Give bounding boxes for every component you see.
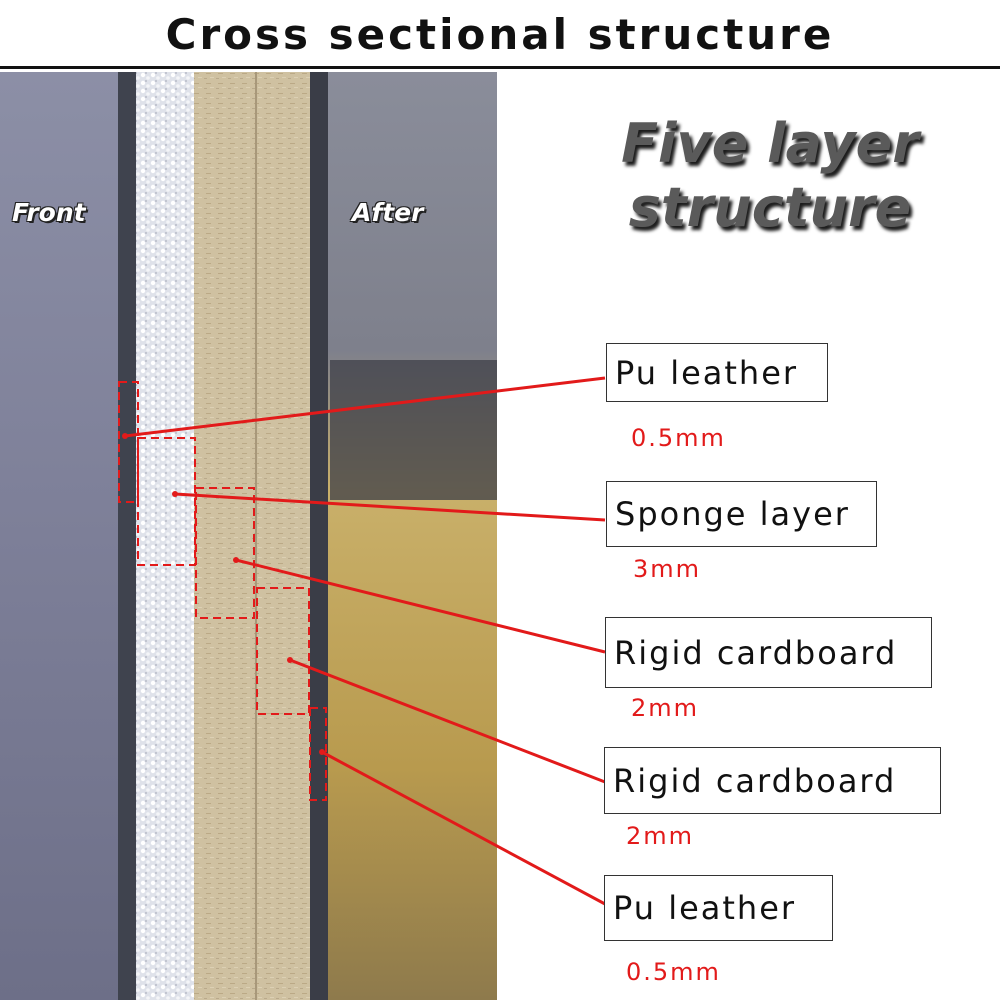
highlight-box-cardboard-1: [195, 487, 255, 619]
front-label: Front: [12, 198, 86, 227]
callout-label: Sponge layer: [615, 495, 850, 533]
callout-pu-leather-front: Pu leather: [606, 343, 828, 402]
thickness-rigid-cardboard-2: 2mm: [626, 822, 695, 850]
layer-pu-leather-front: [118, 72, 136, 1000]
back-label: After: [352, 198, 424, 227]
page-title: Cross sectional structure: [165, 10, 835, 59]
thickness-pu-leather-front: 0.5mm: [631, 424, 726, 452]
callout-label: Rigid cardboard: [613, 761, 897, 800]
header-divider: [0, 66, 1000, 69]
layer-sponge: [136, 72, 194, 1000]
callout-sponge-layer: Sponge layer: [606, 481, 877, 547]
cross-section-photo: [0, 72, 497, 1000]
headline-line-1: Five layer: [621, 112, 919, 175]
headline-line-2: structure: [628, 176, 912, 239]
cross-section-drawing: [0, 72, 497, 1000]
background-left: [0, 72, 125, 1000]
callout-rigid-cardboard-2: Rigid cardboard: [604, 747, 941, 814]
thickness-pu-leather-back: 0.5mm: [626, 958, 721, 986]
layer-cardboard-1: [194, 72, 256, 1000]
page-header: Cross sectional structure: [0, 0, 1000, 64]
headline: Five layer structure: [560, 112, 980, 240]
callout-label: Pu leather: [615, 353, 799, 392]
background-shadow: [330, 360, 497, 500]
callout-rigid-cardboard-1: Rigid cardboard: [605, 617, 932, 688]
thickness-sponge-layer: 3mm: [633, 555, 702, 583]
callout-label: Pu leather: [613, 889, 797, 927]
callout-pu-leather-back: Pu leather: [604, 875, 833, 941]
thickness-rigid-cardboard-1: 2mm: [631, 694, 700, 722]
layer-cardboard-2: [256, 72, 310, 1000]
layer-pu-leather-back: [310, 72, 328, 1000]
callout-label: Rigid cardboard: [614, 633, 898, 672]
